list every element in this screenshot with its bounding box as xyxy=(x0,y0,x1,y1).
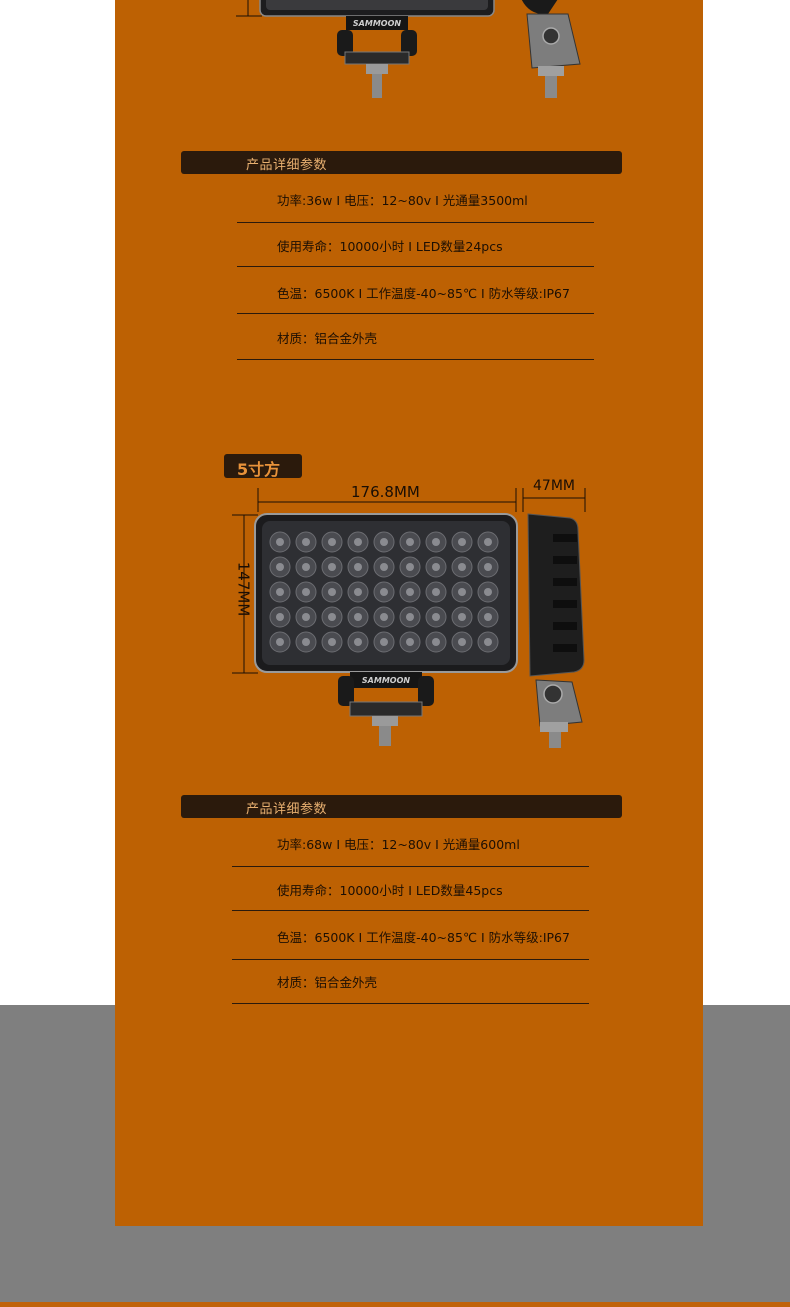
led-chip xyxy=(302,613,310,621)
led-chip xyxy=(328,613,336,621)
led-chip xyxy=(484,588,492,596)
spec-header-title: 产品详细参数 xyxy=(246,158,328,173)
led-chip xyxy=(432,588,440,596)
led-chip xyxy=(328,588,336,596)
led-chip xyxy=(302,588,310,596)
spec-row: 材质：铝合金外壳 xyxy=(277,331,378,346)
divider xyxy=(232,910,589,911)
led-chip xyxy=(406,538,414,546)
divider xyxy=(237,222,594,223)
led-chip xyxy=(432,563,440,571)
led-chip xyxy=(380,563,388,571)
led-chip xyxy=(406,563,414,571)
led-chip xyxy=(354,563,362,571)
led-chip xyxy=(354,613,362,621)
led-chip xyxy=(458,563,466,571)
spec-header-bar-bottom: 产品详细参数 xyxy=(181,795,622,818)
width-dimension-label: 176.8MM xyxy=(351,483,420,501)
led-chip xyxy=(354,538,362,546)
led-chip xyxy=(432,638,440,646)
led-chip xyxy=(484,538,492,546)
divider xyxy=(232,959,589,960)
led-chip xyxy=(380,538,388,546)
led-chip xyxy=(302,538,310,546)
led-chip xyxy=(380,613,388,621)
led-chip xyxy=(302,638,310,646)
led-chip xyxy=(484,638,492,646)
bottom-product-image: SAMMOON xyxy=(232,488,586,748)
divider xyxy=(237,359,594,360)
led-chip xyxy=(276,538,284,546)
top-brand-text: SAMMOON xyxy=(353,19,401,28)
led-chip xyxy=(328,538,336,546)
divider xyxy=(232,866,589,867)
led-chip xyxy=(328,638,336,646)
led-chip xyxy=(484,613,492,621)
top-product-image: SAMMOON xyxy=(236,0,581,98)
led-chip xyxy=(458,638,466,646)
bottom-brand-text: SAMMOON xyxy=(362,676,410,685)
spec-header-bar-top: 产品详细参数 xyxy=(181,151,622,174)
divider xyxy=(237,266,594,267)
led-chip xyxy=(458,588,466,596)
spec-row: 材质：铝合金外壳 xyxy=(277,975,378,990)
led-chip xyxy=(276,588,284,596)
led-chip xyxy=(406,588,414,596)
led-chip xyxy=(276,638,284,646)
led-chip xyxy=(484,563,492,571)
spec-row: 色温：6500K I 工作温度-40~85℃ I 防水等级:IP67 xyxy=(277,930,570,945)
led-chip xyxy=(380,638,388,646)
led-chip xyxy=(458,538,466,546)
led-chip xyxy=(458,613,466,621)
led-chip xyxy=(276,563,284,571)
divider xyxy=(237,313,594,314)
spec-row: 色温：6500K I 工作温度-40~85℃ I 防水等级:IP67 xyxy=(277,286,570,301)
led-chip xyxy=(354,638,362,646)
led-chip xyxy=(406,613,414,621)
spec-row: 使用寿命：10000小时 I LED数量45pcs xyxy=(277,883,503,898)
depth-dimension-label: 47MM xyxy=(533,478,575,494)
led-grid xyxy=(269,531,499,653)
led-chip xyxy=(432,613,440,621)
spec-row: 使用寿命：10000小时 I LED数量24pcs xyxy=(277,239,503,254)
bottom-orange-strip xyxy=(0,1302,790,1307)
led-chip xyxy=(406,638,414,646)
led-chip xyxy=(328,563,336,571)
size-tag: 5寸方 xyxy=(224,454,302,479)
spec-row: 功率:36w I 电压：12~80v I 光通量3500ml xyxy=(277,193,528,208)
led-chip xyxy=(276,613,284,621)
spec-row: 功率:68w I 电压：12~80v I 光通量600ml xyxy=(277,837,520,852)
led-chip xyxy=(380,588,388,596)
led-chip xyxy=(432,538,440,546)
led-chip xyxy=(302,563,310,571)
size-tag-label: 5寸方 xyxy=(237,460,281,479)
led-chip xyxy=(354,588,362,596)
spec-header-title: 产品详细参数 xyxy=(246,802,328,817)
divider xyxy=(232,1003,589,1004)
